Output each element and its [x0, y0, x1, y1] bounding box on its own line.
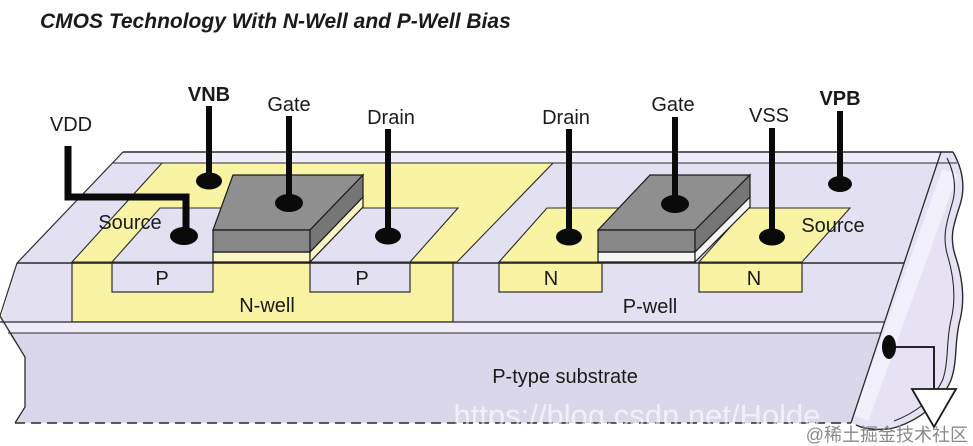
watermark-url: https://blog.csdn.net/Holde — [453, 398, 820, 433]
nmos-gate-front — [597, 229, 696, 253]
n-diffusion-left-label: N — [544, 268, 558, 290]
nmos-gate-oxide-front — [597, 251, 696, 263]
vpb-contact — [828, 176, 852, 192]
outline-linework — [0, 151, 964, 431]
nmos-drain-contact — [556, 228, 582, 246]
substrate-ground-wire — [889, 346, 935, 389]
chip-body — [0, 152, 957, 423]
substrate-front-face — [8, 333, 881, 423]
substrate-left-zigzag — [0, 315, 26, 424]
nmos-source-label: Source — [801, 215, 864, 237]
pmos-drain-label: Drain — [367, 107, 415, 129]
torn-outer-wavy-line — [855, 151, 964, 431]
nmos-gate-side — [694, 173, 751, 254]
pmos-source-contact — [170, 227, 198, 245]
terminal-wires — [64, 106, 935, 389]
front-left-edge — [0, 262, 18, 317]
torn-band-highlight — [853, 169, 958, 421]
left-top-edge — [16, 151, 124, 264]
torn-inner-wavy-line — [893, 157, 956, 422]
vdd-label: VDD — [50, 114, 92, 136]
top-bevel-strip — [113, 152, 957, 163]
substrate-label: P-type substrate — [492, 366, 638, 388]
pmos-gate-label: Gate — [267, 94, 310, 116]
pmos-gate-oxide-front — [212, 251, 311, 263]
torn-crease-line — [850, 151, 942, 424]
contacts — [170, 172, 896, 359]
vpb-label: VPB — [819, 88, 860, 110]
n-well-label: N-well — [239, 295, 295, 317]
pmos-gate-side — [309, 173, 364, 254]
vnb-contact — [196, 172, 222, 190]
nmos-gate-label: Gate — [651, 94, 694, 116]
p-diffusion-box-right — [309, 262, 411, 293]
n-diffusion-right-label: N — [747, 268, 761, 290]
watermark-community: @稀土掘金技术社区 — [806, 425, 968, 445]
substrate-contact — [882, 335, 896, 359]
vss-contact — [759, 228, 785, 246]
nmos-drain-label: Drain — [542, 107, 590, 129]
pmos-drain-contact — [375, 227, 401, 245]
vss-label: VSS — [749, 105, 789, 127]
vnb-label: VNB — [188, 84, 230, 106]
ground-symbol-triangle — [910, 388, 958, 429]
pmos-gate-contact — [275, 194, 303, 212]
pmos-source-label: Source — [98, 212, 161, 234]
diagram-title: CMOS Technology With N-Well and P-Well B… — [40, 10, 511, 33]
pmos-gate-front — [212, 229, 311, 253]
vdd-wire — [64, 146, 190, 232]
p-diffusion-right-label: P — [355, 268, 368, 290]
p-well-label: P-well — [623, 296, 677, 318]
nmos-gate-contact — [661, 195, 689, 213]
p-diffusion-left-label: P — [155, 268, 168, 290]
substrate-top-highlight — [0, 322, 885, 333]
